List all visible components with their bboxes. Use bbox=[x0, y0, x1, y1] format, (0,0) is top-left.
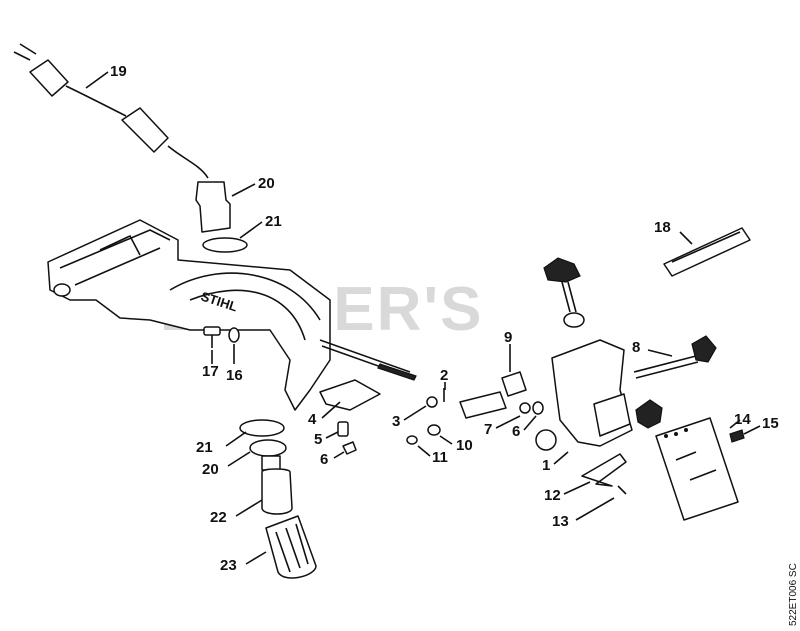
lever-part bbox=[319, 379, 381, 411]
callout-16: 16 bbox=[226, 367, 243, 384]
callout-20-bottom: 20 bbox=[202, 461, 219, 478]
callout-23: 23 bbox=[220, 557, 237, 574]
main-housing: STIHL bbox=[47, 219, 417, 411]
block-part bbox=[459, 391, 507, 419]
leader-lines bbox=[85, 71, 761, 565]
nut-part-6 bbox=[532, 401, 544, 415]
callout-6-left: 6 bbox=[320, 451, 328, 468]
power-cord bbox=[13, 43, 248, 253]
callout-12: 12 bbox=[544, 487, 561, 504]
lamp-bracket bbox=[535, 339, 663, 451]
callout-10: 10 bbox=[456, 437, 473, 454]
callout-9: 9 bbox=[504, 329, 512, 346]
callout-11: 11 bbox=[432, 449, 448, 466]
callout-5: 5 bbox=[314, 431, 322, 448]
screw-and-washer bbox=[203, 326, 240, 348]
callout-2: 2 bbox=[440, 367, 448, 384]
callout-20-top: 20 bbox=[258, 175, 275, 192]
callout-3: 3 bbox=[392, 413, 400, 430]
callout-17: 17 bbox=[202, 363, 219, 380]
callout-19: 19 bbox=[110, 63, 127, 80]
nut-part-11 bbox=[406, 435, 418, 445]
callout-6-right: 6 bbox=[512, 423, 520, 440]
washer-part-7 bbox=[519, 402, 531, 414]
callout-15: 15 bbox=[762, 415, 779, 432]
callout-22: 22 bbox=[210, 509, 227, 526]
callout-8: 8 bbox=[632, 339, 640, 356]
screw-part-13 bbox=[617, 485, 627, 495]
callout-21-bottom: 21 bbox=[196, 439, 213, 456]
washer-part bbox=[426, 396, 438, 408]
nut-part bbox=[342, 441, 357, 455]
callout-13: 13 bbox=[552, 513, 569, 530]
clip-part bbox=[581, 453, 627, 487]
knob-assembly bbox=[543, 257, 585, 328]
callout-18: 18 bbox=[654, 219, 671, 236]
glass-panel bbox=[655, 417, 745, 521]
pin-part bbox=[337, 421, 349, 437]
callout-21-top: 21 bbox=[265, 213, 282, 230]
rod-and-knob bbox=[633, 335, 717, 379]
bulb-assembly bbox=[239, 419, 317, 579]
sleeve-part bbox=[501, 371, 527, 397]
callout-1: 1 bbox=[542, 457, 550, 474]
drawing-code: 522ET006 SC bbox=[788, 563, 799, 626]
warning-label bbox=[663, 227, 751, 277]
callout-7: 7 bbox=[484, 421, 492, 438]
callouts: 19 20 21 18 9 8 2 17 16 4 3 5 6 10 11 7 … bbox=[110, 63, 779, 574]
washer-part-10 bbox=[427, 424, 441, 436]
callout-14: 14 bbox=[734, 411, 751, 428]
callout-4: 4 bbox=[308, 411, 317, 428]
